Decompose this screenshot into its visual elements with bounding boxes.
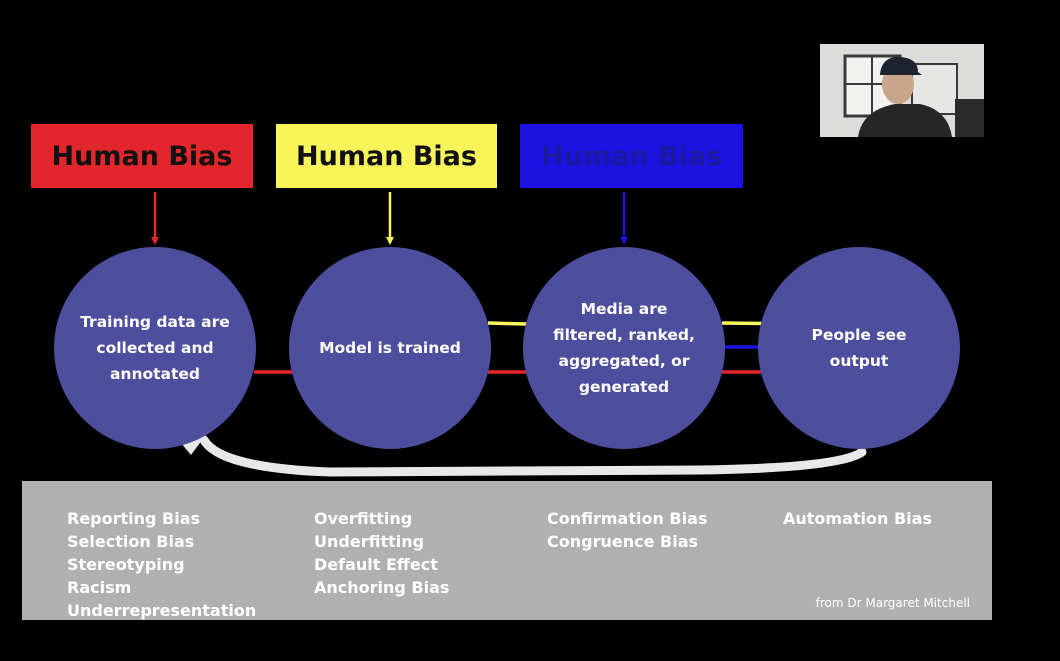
bias-item: Anchoring Bias [314, 578, 450, 597]
circle-text: Model is trained [319, 339, 461, 357]
bias-item: Confirmation Bias [547, 509, 708, 528]
bias-item: Reporting Bias [67, 509, 201, 528]
feedback-loop-arrow [160, 418, 867, 477]
circle-text: Training data are collected and annotate… [80, 313, 230, 383]
step-circle-training-data: Training data are collected and annotate… [54, 247, 256, 449]
bias-item: Underfitting [314, 532, 425, 551]
presenter-video-icon [820, 44, 984, 137]
human-bias-label: Human Bias [541, 140, 722, 172]
circle-text: People see output [811, 326, 907, 370]
human-bias-box-red: Human Bias [31, 124, 253, 188]
credit-text: from Dr Margaret Mitchell [815, 596, 970, 610]
human-bias-label: Human Bias [51, 140, 233, 172]
circle-text: Media are filtered, ranked, aggregated, … [553, 300, 695, 396]
bias-item: Automation Bias [783, 509, 932, 528]
step-circle-media-filtered: Media are filtered, ranked, aggregated, … [523, 247, 725, 449]
bias-item: Overfitting [314, 509, 413, 528]
bias-list-media-stage: Confirmation Bias Congruence Bias [547, 507, 707, 553]
human-bias-label: Human Bias [296, 140, 477, 172]
bias-item: Congruence Bias [547, 532, 699, 551]
bias-item: Racism [67, 578, 132, 597]
human-bias-box-blue: Human Bias [520, 124, 743, 188]
human-bias-box-yellow: Human Bias [276, 124, 497, 188]
step-circle-people-see-output: People see output [758, 247, 960, 449]
step-circle-model-trained: Model is trained [289, 247, 491, 449]
bias-item: Selection Bias [67, 532, 195, 551]
bias-types-panel: Reporting Bias Selection Bias Stereotypi… [22, 481, 992, 620]
bias-item: Stereotyping [67, 555, 185, 574]
bias-list-output-stage: Automation Bias [783, 507, 932, 530]
bias-item: Underrepresentation [67, 601, 257, 620]
bias-list-model-stage: Overfitting Underfitting Default Effect … [314, 507, 449, 599]
bias-item: Default Effect [314, 555, 438, 574]
bias-list-data-stage: Reporting Bias Selection Bias Stereotypi… [67, 507, 256, 622]
webcam-video-feed [820, 44, 984, 137]
